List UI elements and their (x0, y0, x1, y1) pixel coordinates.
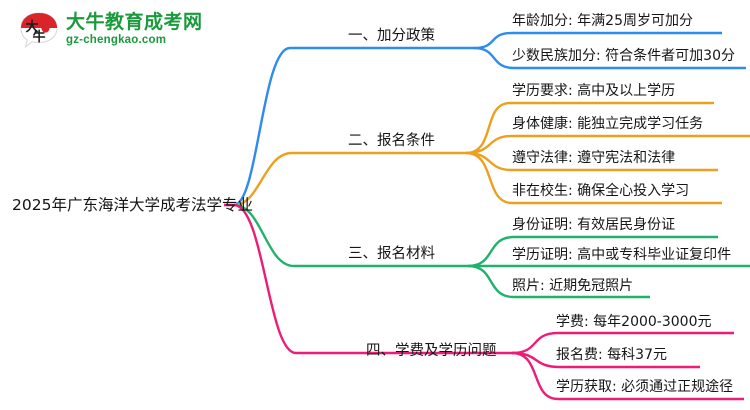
branch-4-spine (233, 203, 512, 355)
logo-subtitle: gz-chengkao.com (66, 34, 167, 46)
branch-label-baoming-cailiao[interactable]: 三、报名材料 (348, 246, 435, 262)
leaf-label-non-enrolled-student[interactable]: 非在校生: 确保全心投入学习 (512, 183, 690, 199)
leaf-label-minority-bonus[interactable]: 少数民族加分: 符合条件者可加30分 (512, 48, 735, 64)
branch-label-xuefei-xueli[interactable]: 四、学费及学历问题 (366, 343, 497, 359)
leaf-label-registration-fee[interactable]: 报名费: 每科37元 (556, 347, 667, 363)
leaf-label-diploma-proof[interactable]: 学历证明: 高中或专科毕业证复印件 (512, 247, 732, 263)
leaf-label-degree-acquisition[interactable]: 学历获取: 必须通过正规途径 (556, 379, 734, 395)
daniu-speech-bubble-logo-icon: 大 牛 (20, 12, 58, 49)
leaf-label-id-proof[interactable]: 身份证明: 有效居民身份证 (512, 217, 676, 233)
mindmap-root-label[interactable]: 2025年广东海洋大学成考法学专业 (12, 196, 253, 214)
branch-label-jiafen-zhengce[interactable]: 一、加分政策 (348, 28, 435, 44)
branch-label-baoming-tiaojian[interactable]: 二、报名条件 (348, 133, 435, 149)
logo-title: 大牛教育成考网 (66, 11, 203, 33)
branch-1-leaf-1-wire (473, 31, 722, 50)
leaf-label-photo[interactable]: 照片: 近期免冠照片 (512, 278, 634, 294)
leaf-label-age-bonus[interactable]: 年龄加分: 年满25周岁可加分 (512, 13, 693, 29)
branch-1-spine (233, 46, 474, 207)
leaf-label-health-requirement[interactable]: 身体健康: 能独立完成学习任务 (512, 116, 704, 132)
leaf-label-education-requirement[interactable]: 学历要求: 高中及以上学历 (512, 83, 676, 99)
leaf-label-law-abiding[interactable]: 遵守法律: 遵守宪法和法律 (512, 150, 676, 166)
site-logo[interactable]: 大 牛 大牛教育成考网 gz-chengkao.com (18, 8, 218, 54)
svg-text:牛: 牛 (32, 29, 45, 45)
branch-2-spine (233, 151, 466, 207)
logo-wordmark: 大牛教育成考网 gz-chengkao.com (66, 11, 216, 47)
leaf-label-tuition[interactable]: 学费: 每年2000-3000元 (556, 314, 712, 330)
svg-text:大: 大 (25, 19, 38, 35)
